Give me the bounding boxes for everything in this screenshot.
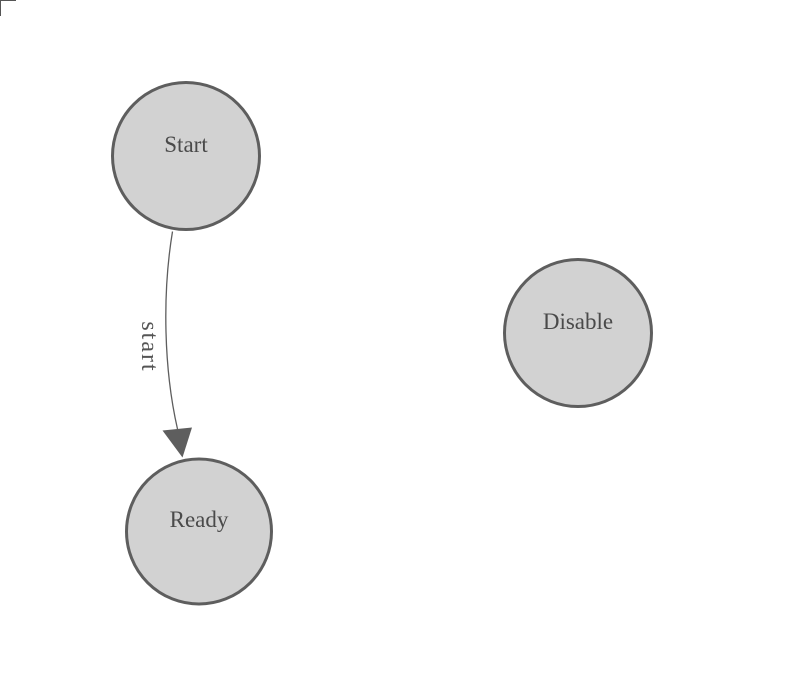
edge-start-to-ready: start (136, 231, 192, 458)
state-node-start: Start (111, 81, 261, 231)
edge-arrowhead-icon (162, 427, 192, 458)
state-circle-start[interactable] (111, 81, 261, 231)
state-circle-disable[interactable] (503, 258, 653, 408)
edge-label-start: start (136, 321, 162, 372)
edge-start-to-ready-line[interactable] (165, 231, 179, 430)
state-node-ready: Ready (125, 457, 273, 606)
state-node-disable: Disable (503, 258, 653, 408)
state-circle-ready[interactable] (125, 457, 273, 606)
